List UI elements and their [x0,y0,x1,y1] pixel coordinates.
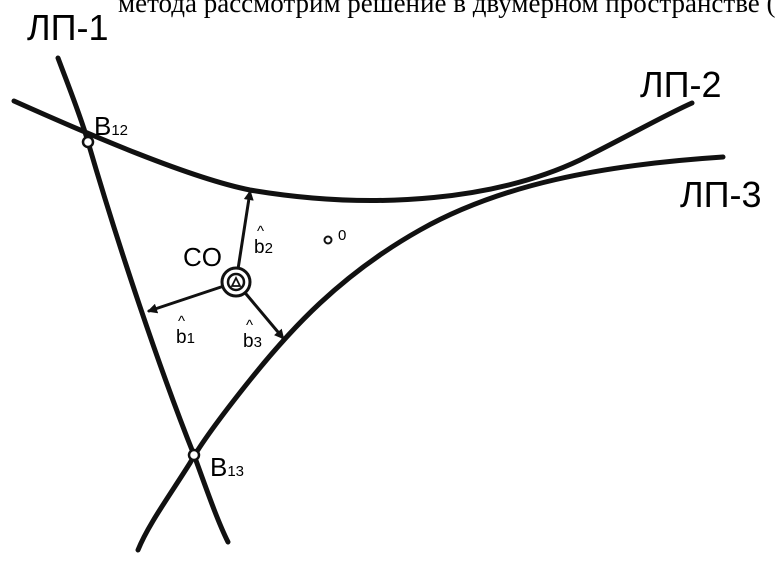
label-co: CO [183,242,222,272]
svg-text:b1: b1 [176,327,195,348]
label-lp2: ЛП-2 [640,64,722,105]
label-b13: B13 [210,452,244,482]
label-vector-b2: ^ b2 [254,223,273,258]
svg-text:b2: b2 [254,237,273,258]
b12-point-marker [81,135,95,149]
position-line-1 [55,55,231,545]
label-b12: B12 [94,111,128,141]
label-lp1: ЛП-1 [27,7,109,48]
label-lp3: ЛП-3 [680,174,762,215]
co-point-marker [220,266,252,298]
origin-point-marker [323,235,333,245]
position-line-3 [135,154,726,553]
svg-text:^: ^ [246,317,253,334]
label-vector-b3: ^ b3 [243,317,262,352]
b13-point-marker [187,448,201,462]
svg-text:^: ^ [257,223,264,240]
svg-text:^: ^ [178,313,185,330]
cut-off-caption: метода рассмотрим решение в двумерном пр… [118,0,776,18]
label-vector-b1: ^ b1 [176,313,195,348]
position-line-2 [11,98,695,203]
label-origin: 0 [338,227,346,244]
svg-text:b3: b3 [243,331,262,352]
